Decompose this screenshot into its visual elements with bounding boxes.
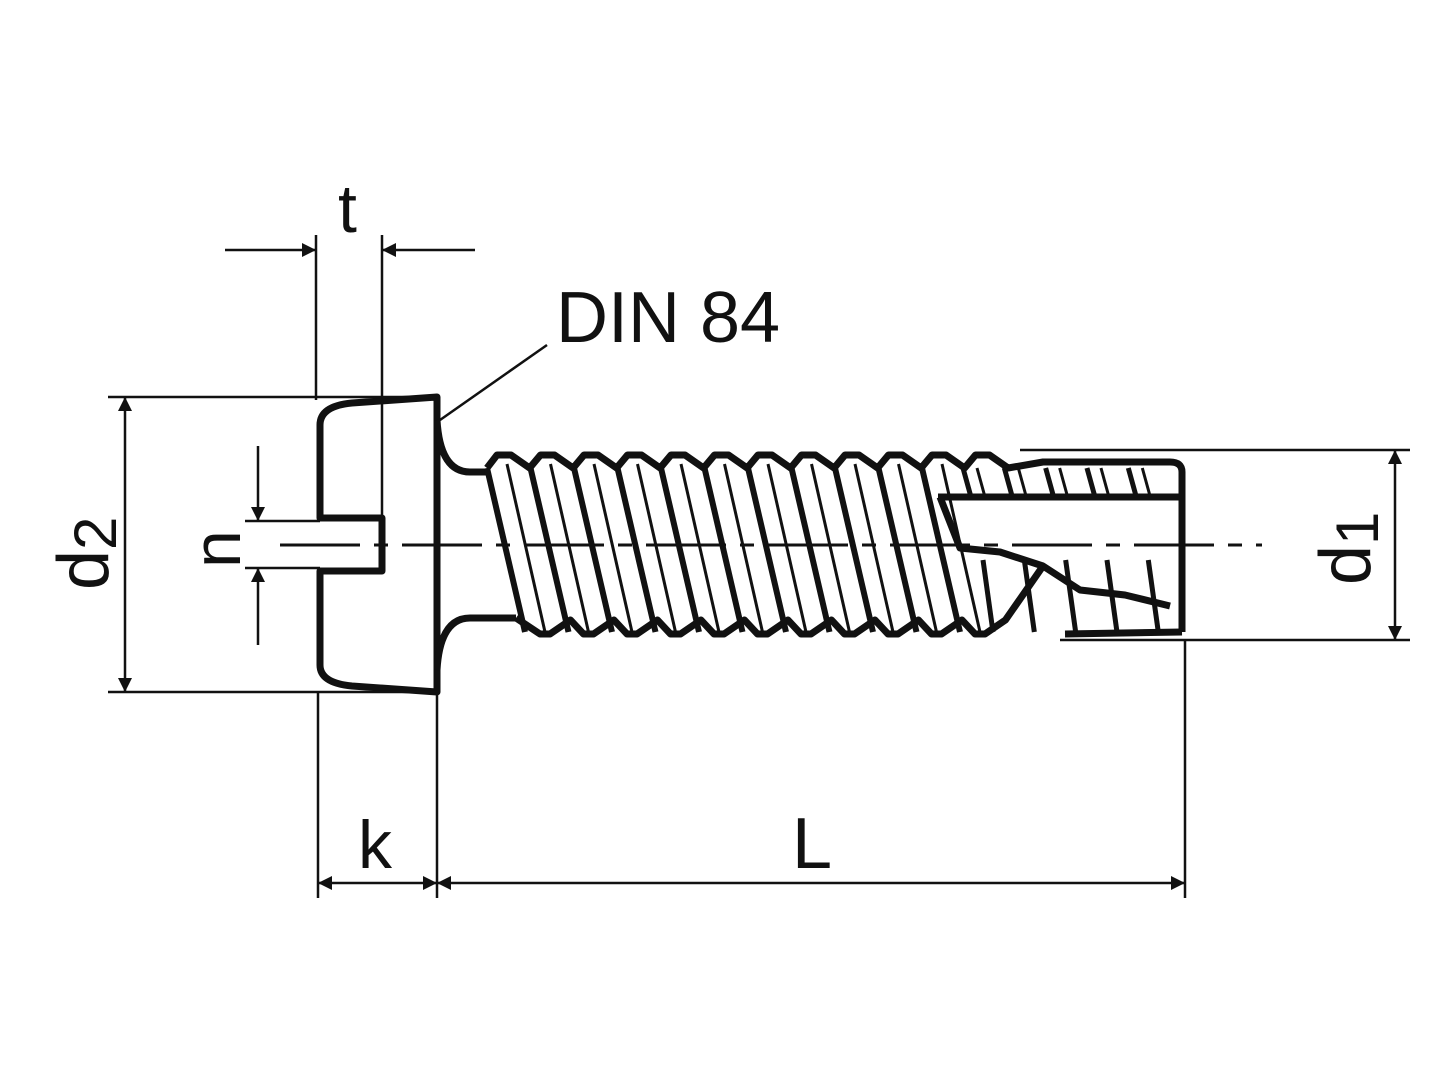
title-din-84: DIN 84 — [556, 278, 780, 358]
thread-flank-line — [484, 467, 528, 633]
thread-cut-edge — [936, 493, 1180, 570]
label-d1-main: d — [1306, 545, 1386, 585]
label-d2-main: d — [44, 550, 124, 590]
dimension-lines — [108, 235, 1410, 898]
thread-flank-line — [614, 467, 659, 633]
thread-flank-line — [1001, 467, 1015, 498]
thread-bottom-profile — [514, 562, 1171, 638]
thread-flank-line — [788, 467, 833, 633]
thread-flank-line — [1104, 559, 1120, 633]
thread-flank-line — [975, 467, 987, 498]
thread-flank-line — [940, 463, 982, 633]
label-L: L — [792, 804, 832, 884]
label-d1-sub: 1 — [1324, 512, 1391, 545]
thread-flank-line — [1125, 467, 1139, 498]
thread — [484, 451, 1186, 638]
thread-flank-line — [1058, 467, 1070, 498]
thread-flank-line — [919, 467, 963, 633]
thread-flank-line — [897, 463, 938, 633]
thread-flank-line — [980, 559, 996, 633]
thread-flank-line — [1043, 467, 1057, 498]
thread-top-profile — [484, 451, 1186, 632]
thread-flank-line — [505, 463, 547, 633]
thread-flank-line — [810, 463, 851, 633]
screw-head — [316, 393, 516, 696]
thread-flank-line — [1063, 559, 1079, 633]
label-d2-sub: 2 — [62, 517, 129, 550]
thread-flank-line — [1099, 467, 1111, 498]
neck — [433, 419, 516, 671]
thread-flank-line — [745, 467, 789, 633]
thread-flank-line — [766, 463, 808, 633]
thread-flank-line — [1016, 467, 1028, 498]
leader-line — [439, 343, 548, 422]
label-d2: d2 — [44, 517, 129, 590]
label-k: k — [358, 807, 393, 883]
thread-flank-line — [875, 467, 920, 633]
thread-flank-line — [1140, 467, 1152, 498]
label-d1: d1 — [1306, 512, 1391, 585]
label-n: n — [179, 530, 255, 568]
thread-flank-line — [1084, 467, 1098, 498]
thread-flank-line — [853, 463, 895, 633]
thread-flank-line — [658, 467, 702, 633]
thread-flank-line — [527, 467, 572, 633]
thread-flank-line — [701, 467, 746, 633]
thread-flank-line — [549, 463, 590, 633]
thread-flank-line — [1021, 559, 1037, 633]
thread-flank-line — [960, 467, 974, 498]
thread-flank-line — [571, 467, 615, 633]
thread-flank-line — [679, 463, 721, 633]
thread-flank-line — [592, 463, 634, 633]
thread-tip-bottom — [1064, 628, 1183, 638]
thread-flank-line — [832, 467, 876, 633]
label-t: t — [338, 171, 357, 247]
thread-flank-line — [1145, 559, 1161, 633]
thread-flank-line — [723, 463, 764, 633]
thread-flank-line — [636, 463, 677, 633]
